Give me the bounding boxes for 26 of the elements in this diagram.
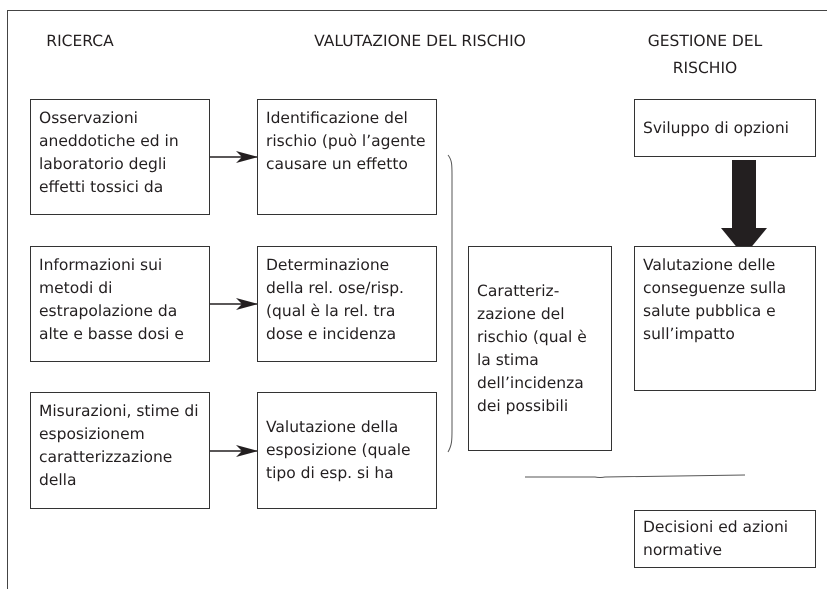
box-text: Decisioni ed azioni normative <box>643 517 790 561</box>
box-text: Caratteriz- zazione del rischio (qual è la stima dell’incidenza dei possibili <box>477 280 588 416</box>
process-box <box>634 510 816 568</box>
box-text: Misurazioni, stime di esposizionem caratterizzazione della <box>39 401 200 491</box>
column-heading: VALUTAZIONE DEL RISCHIO <box>313 31 527 52</box>
box-text: Informazioni sui metodi di estrapolazione da alte e basse dosi e <box>39 255 185 345</box>
process-box <box>634 246 816 391</box>
process-box <box>30 99 210 215</box>
process-box <box>257 246 437 362</box>
process-box <box>468 246 612 451</box>
process-box <box>257 99 437 215</box>
process-box <box>30 392 210 509</box>
arrow <box>210 445 258 457</box>
box-text: Valutazione delle conseguenze sulla salute pubblica e sull’impatto <box>643 255 788 345</box>
box-text: Osservazioni aneddotiche ed in laboratorio degli effetti tossici da <box>39 108 180 198</box>
box-text: Determinazione della rel. ose/risp. (qual è la rel. tra dose e incidenza <box>266 255 405 345</box>
arrow <box>210 298 258 310</box>
box-text: Identificazione del rischio (può l’agente causare un effetto <box>266 108 426 175</box>
box-text: Valutazione della esposizione (quale tipo di esp. si ha <box>266 417 412 484</box>
column-heading: GESTIONE DEL RISCHIO <box>646 31 764 79</box>
column-heading: RICERCA <box>45 31 115 52</box>
process-box <box>257 392 437 509</box>
process-box <box>634 99 816 157</box>
arrow <box>210 151 258 163</box>
box-text: Sviluppo di opzioni <box>643 118 790 138</box>
process-box <box>30 246 210 362</box>
